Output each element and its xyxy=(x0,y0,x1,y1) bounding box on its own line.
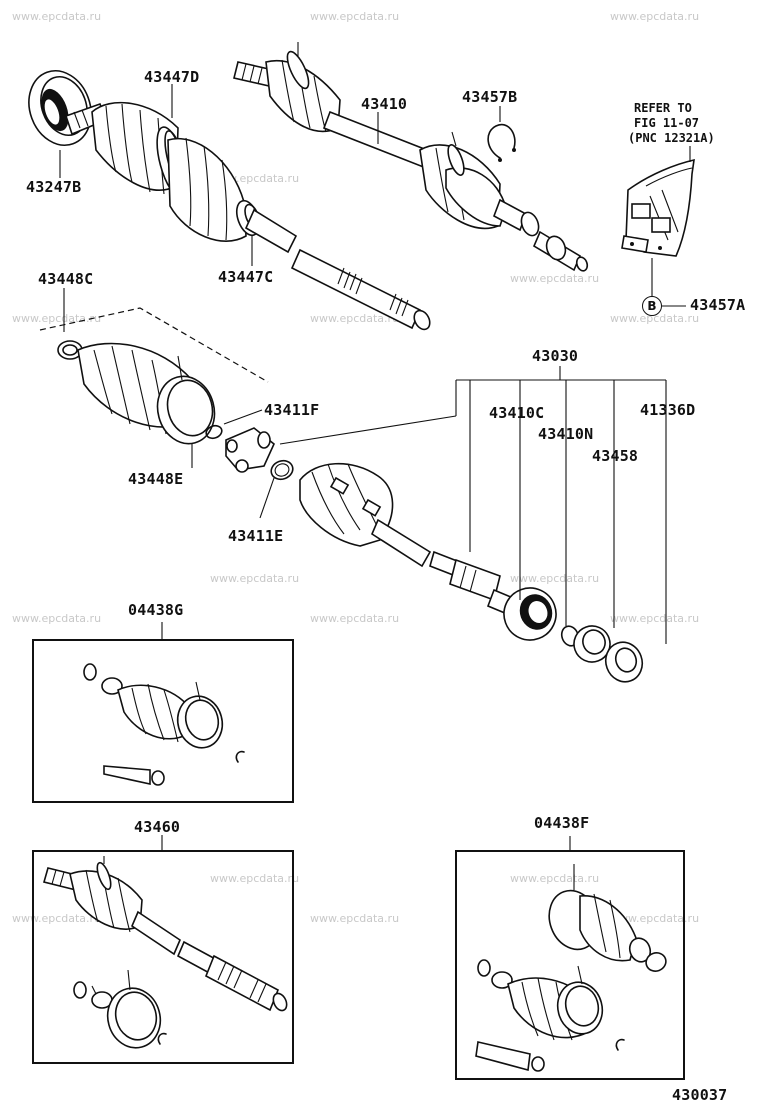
snap-ring-43411F xyxy=(205,424,223,440)
part-label-43447C[interactable]: 43447C xyxy=(218,268,274,286)
part-label-43447D[interactable]: 43447D xyxy=(144,68,200,86)
snap-ring-43457B xyxy=(487,123,516,162)
inboard-joint-shaft-43030 xyxy=(299,462,644,683)
watermark: www.epcdata.ru xyxy=(510,572,600,585)
kit-04438G-contents xyxy=(83,663,245,786)
kit-43460-contents xyxy=(43,856,288,1049)
watermark: www.epcdata.ru xyxy=(510,272,600,285)
part-label-43410C[interactable]: 43410C xyxy=(489,404,545,422)
part-label-43410N[interactable]: 43410N xyxy=(538,425,594,443)
watermark: www.epcdata.ru xyxy=(610,612,700,625)
tripod-spider xyxy=(225,427,275,473)
watermark: www.epcdata.ru xyxy=(610,912,700,925)
reference-note-line2: FIG 11-07 xyxy=(634,116,700,130)
kit-04438F-contents xyxy=(475,864,667,1072)
watermark: www.epcdata.ru xyxy=(310,612,400,625)
part-label-43410[interactable]: 43410 xyxy=(361,95,408,113)
watermark: www.epcdata.ru xyxy=(210,872,300,885)
part-label-43448C[interactable]: 43448C xyxy=(38,270,94,288)
part-label-41336D[interactable]: 41336D xyxy=(640,401,696,419)
watermark: www.epcdata.ru xyxy=(310,312,400,325)
watermark: www.epcdata.ru xyxy=(310,912,400,925)
kit-box-43460 xyxy=(32,850,294,1064)
watermark: www.epcdata.ru xyxy=(12,612,102,625)
part-label-43411F[interactable]: 43411F xyxy=(264,401,320,419)
part-label-43411E[interactable]: 43411E xyxy=(228,527,284,545)
part-label-43457B[interactable]: 43457B xyxy=(462,88,518,106)
part-label-43460[interactable]: 43460 xyxy=(134,818,181,836)
watermark: www.epcdata.ru xyxy=(12,312,102,325)
watermark: www.epcdata.ru xyxy=(310,10,400,23)
bearing-bracket xyxy=(621,158,695,257)
part-label-43247B[interactable]: 43247B xyxy=(26,178,82,196)
callout-circle-b[interactable]: B xyxy=(642,296,662,316)
watermark: www.epcdata.ru xyxy=(510,872,600,885)
kit-box-04438G xyxy=(32,639,294,803)
watermark: www.epcdata.ru xyxy=(210,572,300,585)
part-label-43458[interactable]: 43458 xyxy=(592,447,639,465)
part-label-04438F[interactable]: 04438F xyxy=(534,814,590,832)
watermark: www.epcdata.ru xyxy=(12,912,102,925)
left-driveshaft-assembly xyxy=(28,70,431,331)
watermark: www.epcdata.ru xyxy=(610,312,700,325)
figure-number: 430037 xyxy=(672,1086,728,1104)
watermark: www.epcdata.ru xyxy=(610,10,700,23)
part-label-43457A[interactable]: 43457A xyxy=(690,296,746,314)
inner-boot-43448 xyxy=(57,340,216,445)
snap-ring-43411E xyxy=(270,459,294,481)
part-label-43448E[interactable]: 43448E xyxy=(128,470,184,488)
watermark: www.epcdata.ru xyxy=(12,10,102,23)
part-label-43030[interactable]: 43030 xyxy=(532,347,579,365)
reference-note-line3: (PNC 12321A) xyxy=(628,131,715,145)
reference-note-line1: REFER TO xyxy=(634,101,692,115)
part-label-04438G[interactable]: 04438G xyxy=(128,601,184,619)
